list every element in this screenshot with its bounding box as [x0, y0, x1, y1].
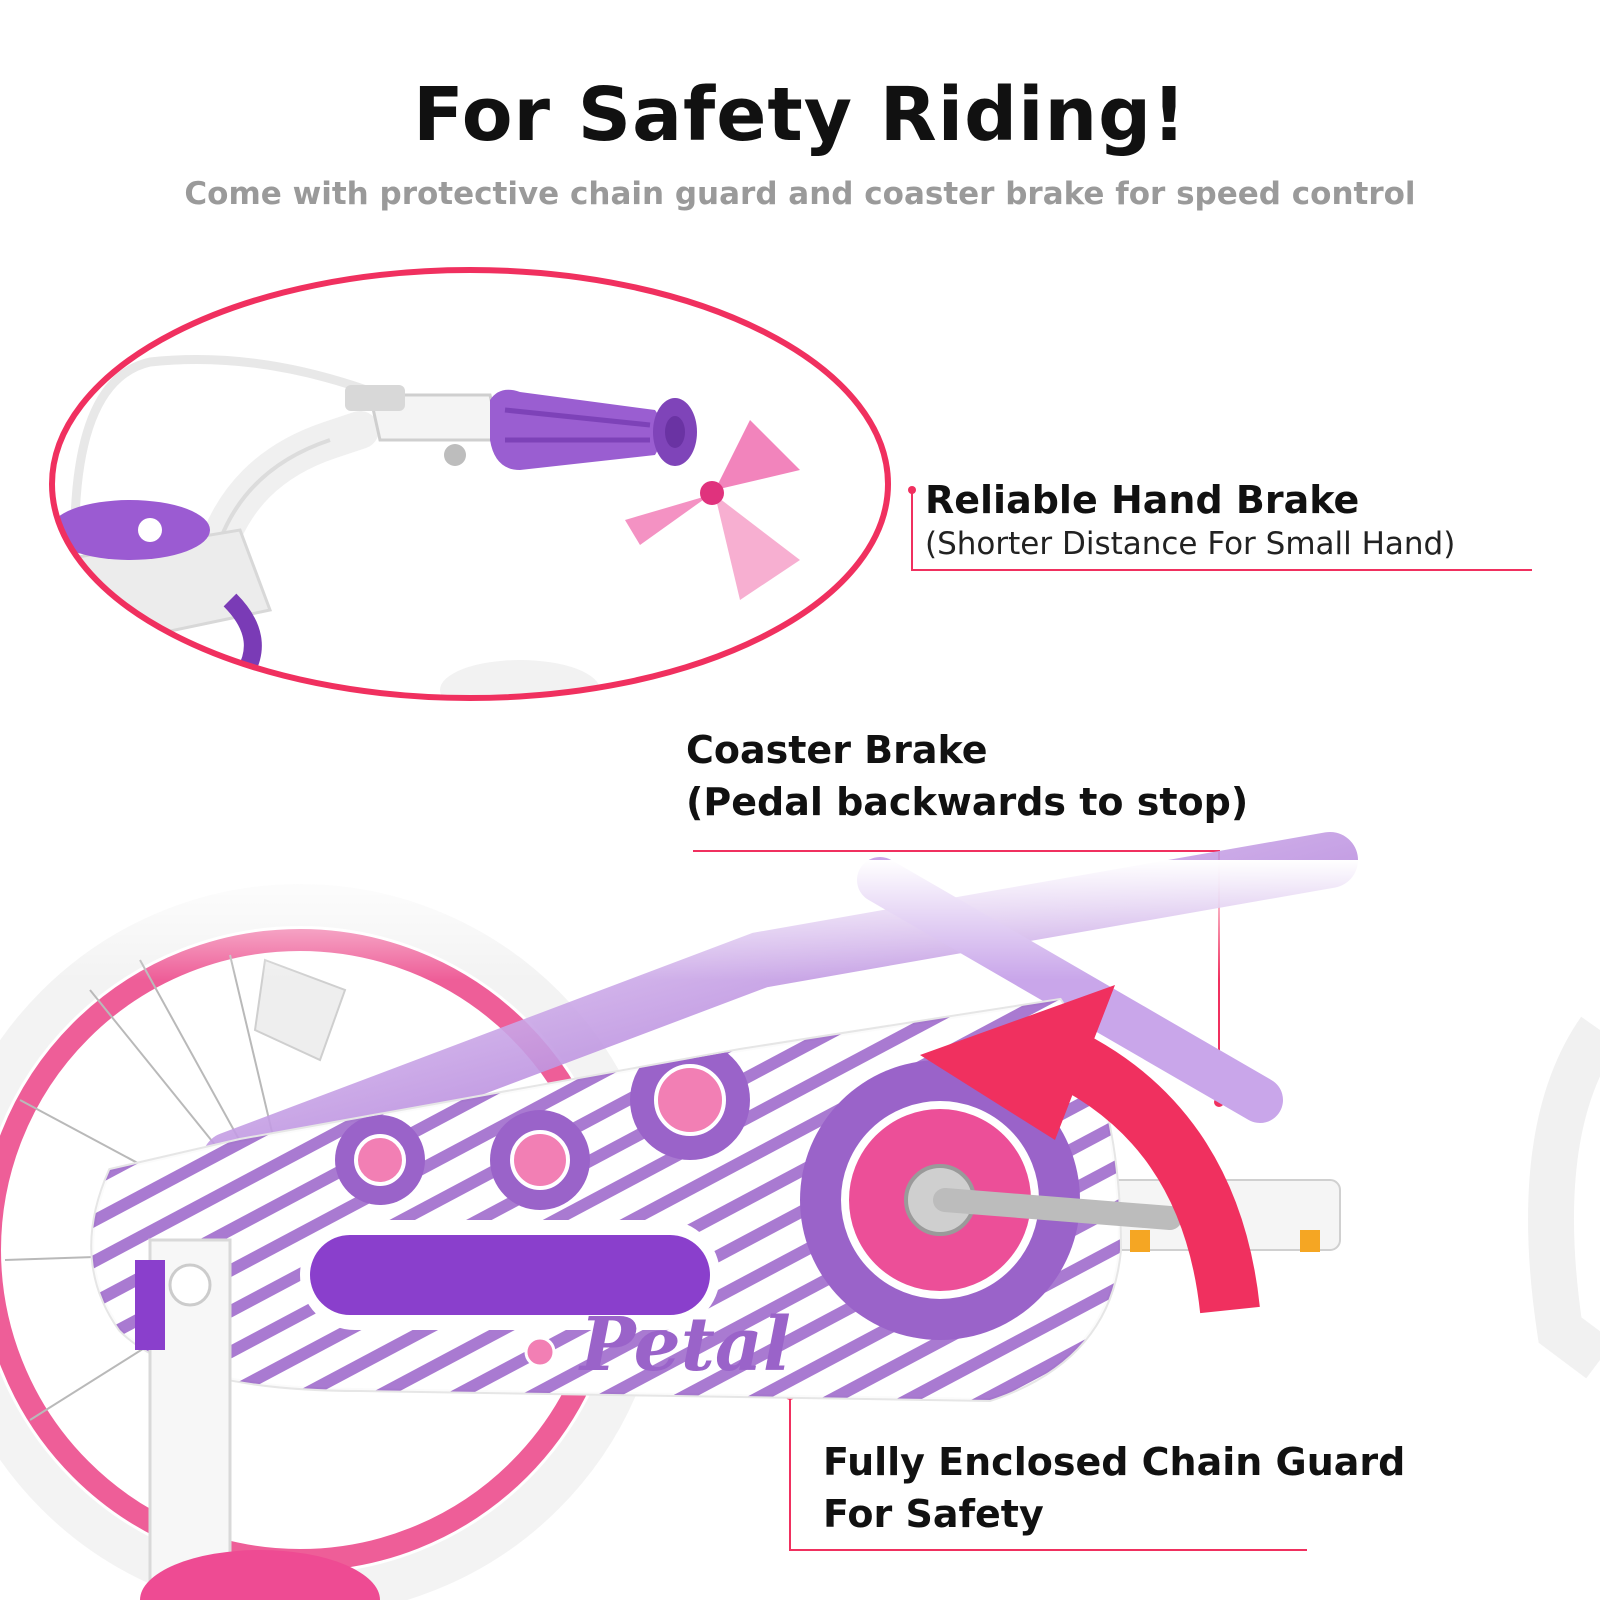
ribbon-bow-icon: [625, 420, 800, 600]
hand-brake-callout-line: [908, 486, 1532, 571]
hand-brake-oval: [49, 267, 891, 701]
backward-rotation-arrow-icon: [920, 985, 1260, 1314]
chain-guard-detail: For Safety: [823, 1492, 1044, 1536]
hand-brake-detail: (Shorter Distance For Small Hand): [925, 526, 1456, 562]
page-subtitle: Come with protective chain guard and coa…: [184, 176, 1416, 212]
coaster-brake-title: Coaster Brake: [686, 728, 988, 772]
guard-logo-text: Petal: [578, 1302, 791, 1388]
hand-brake-title: Reliable Hand Brake: [925, 478, 1360, 522]
coaster-brake-detail: (Pedal backwards to stop): [686, 780, 1249, 824]
bike-illustration: Petal: [0, 832, 1600, 1600]
page-title: For Safety Riding!: [413, 72, 1187, 158]
chain-guard-title: Fully Enclosed Chain Guard: [823, 1440, 1406, 1484]
